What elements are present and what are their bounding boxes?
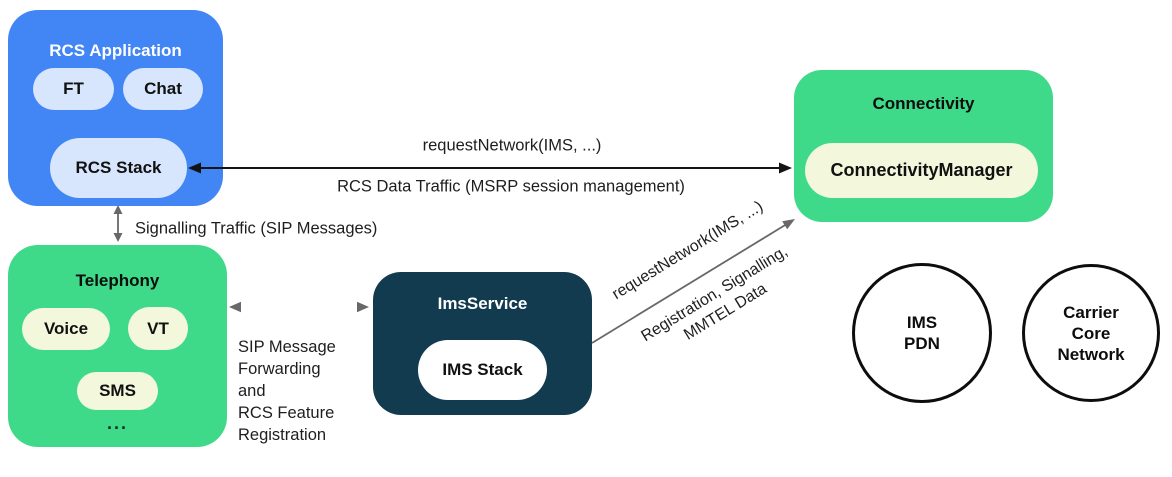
rcs-data-traffic-label: RCS Data Traffic (MSRP session managemen…	[337, 177, 685, 196]
carrier-core-network-circle: Carrier Core Network	[1022, 264, 1160, 402]
ims-pdn-circle: IMS PDN	[852, 263, 992, 403]
carrier-line1: Carrier	[1063, 302, 1119, 322]
connectivity-box: Connectivity ConnectivityManager	[794, 70, 1053, 222]
connectivity-title: Connectivity	[872, 94, 975, 113]
telephony-box: Telephony Voice VT SMS ...	[8, 245, 227, 447]
rcs-application-box: RCS Application FT Chat RCS Stack	[8, 10, 223, 206]
ims-service-title: ImsService	[437, 294, 528, 313]
rcs-telephony-arrow	[113, 205, 123, 242]
signalling-traffic-label: Signalling Traffic (SIP Messages)	[135, 219, 378, 238]
request-network-top-label: requestNetwork(IMS, ...)	[422, 136, 602, 155]
rcs-stack-pill: RCS Stack	[50, 138, 187, 198]
ims-stack-pill: IMS Stack	[418, 340, 547, 400]
telephony-title: Telephony	[75, 271, 160, 290]
ims-pdn-line1: IMS	[906, 313, 938, 332]
ft-pill: FT	[33, 68, 114, 110]
telephony-more-ellipsis: ...	[106, 413, 128, 433]
carrier-line2: Core	[1071, 323, 1111, 343]
chat-pill: Chat	[123, 68, 203, 110]
vt-pill: VT	[128, 307, 188, 350]
rcs-application-title: RCS Application	[49, 41, 182, 60]
rcs-connectivity-arrow	[188, 162, 792, 174]
ims-pdn-line2: PDN	[904, 334, 940, 353]
ims-service-box: ImsService IMS Stack	[373, 272, 592, 415]
voice-pill: Voice	[22, 308, 110, 350]
telephony-ims-arrowheads	[229, 301, 369, 313]
sms-pill: SMS	[77, 372, 158, 410]
sip-forwarding-label: SIP Message Forwarding and RCS Feature R…	[238, 338, 336, 444]
carrier-line3: Network	[1057, 344, 1125, 364]
connectivity-manager-pill: ConnectivityManager	[805, 143, 1038, 198]
